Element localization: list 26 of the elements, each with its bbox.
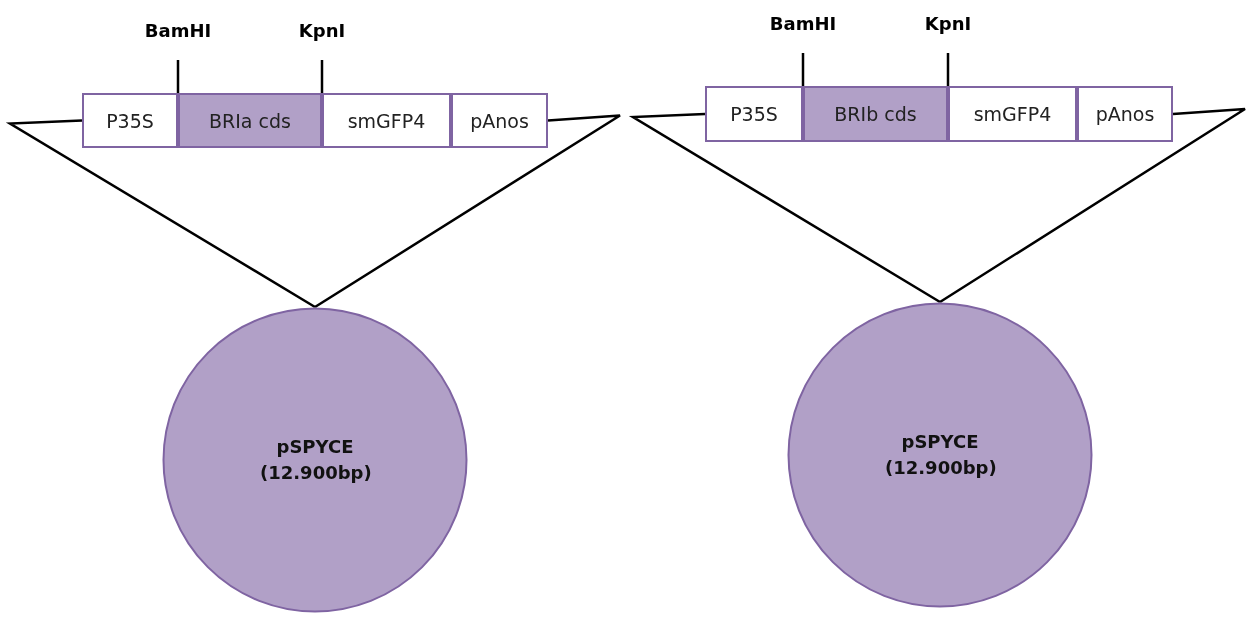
insertion-line — [176, 60, 180, 93]
gene-segment: smGFP4 — [322, 93, 451, 148]
plasmid-label: pSPYCE (12.900bp) — [260, 435, 370, 485]
gene-segment: BRIa cds — [178, 93, 322, 148]
insertion-line — [939, 107, 1247, 304]
construct-bar — [705, 86, 1173, 142]
insertion-line — [320, 60, 324, 93]
insertion-line — [5, 119, 316, 309]
insertion-line — [801, 53, 805, 86]
restriction-site-label: KpnI — [272, 20, 372, 41]
insertion-line — [314, 114, 622, 309]
gene-segment: pAnos — [451, 93, 548, 148]
construct-bar — [82, 93, 548, 148]
gene-segment: smGFP4 — [948, 86, 1077, 142]
insertion-line — [946, 53, 950, 86]
restriction-site-label: BamHI — [128, 20, 228, 41]
gene-segment: P35S — [705, 86, 803, 142]
restriction-site-label: KpnI — [898, 13, 998, 34]
restriction-site-label: BamHI — [753, 13, 853, 34]
plasmid-label: pSPYCE (12.900bp) — [885, 430, 995, 480]
gene-segment: BRIb cds — [803, 86, 948, 142]
plasmid-circle — [162, 307, 468, 613]
gene-segment: P35S — [82, 93, 178, 148]
plasmid-circle — [787, 302, 1093, 608]
gene-segment: pAnos — [1077, 86, 1173, 142]
insertion-line — [628, 112, 941, 304]
